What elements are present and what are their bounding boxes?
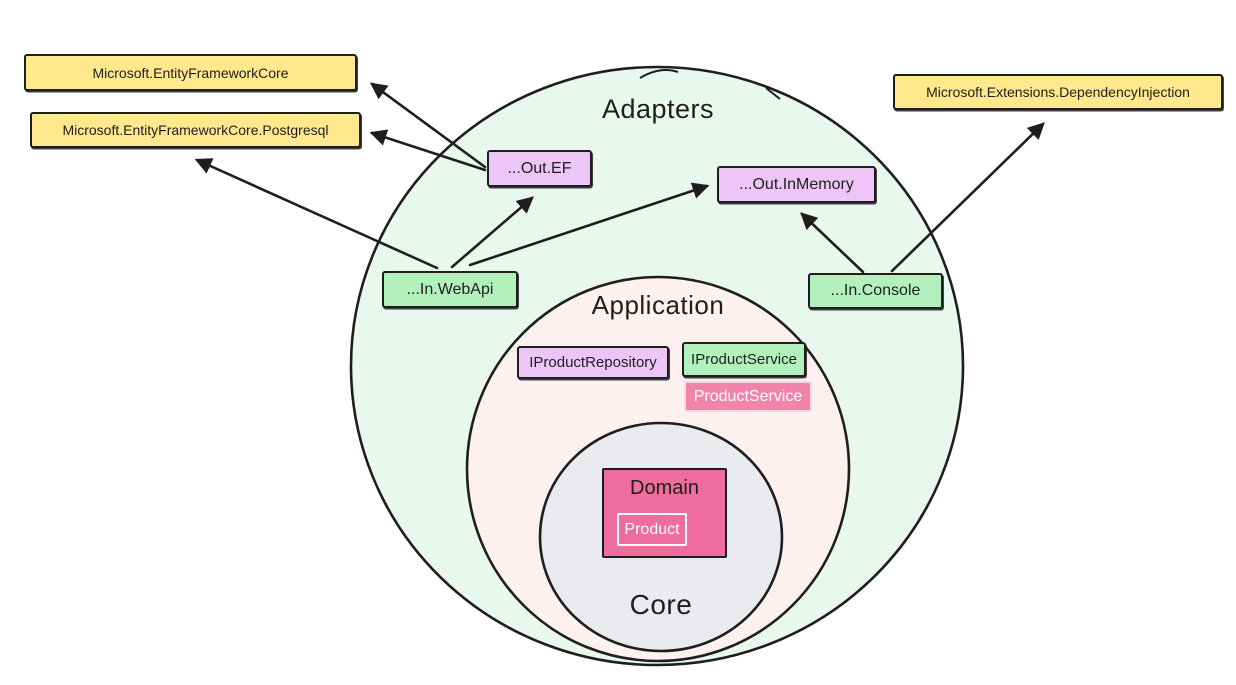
adapters-label: Adapters (601, 94, 715, 124)
node-product: Product (617, 513, 687, 546)
node-in-webapi: ...In.WebApi (382, 271, 518, 308)
arrow-out-ef-to-postgresql (369, 129, 487, 172)
node-out-ef: ...Out.EF (487, 150, 592, 187)
arrow-webapi-to-out-ef (450, 196, 534, 269)
node-out-inmemory: ...Out.InMemory (717, 166, 876, 203)
node-productservice: ProductService (684, 381, 812, 412)
arrow-out-ef-to-efcore (369, 82, 487, 169)
sketch-mark (765, 87, 781, 100)
node-microsoft-extensions-dependencyinjection: Microsoft.Extensions.DependencyInjection (893, 74, 1223, 110)
node-iproductrepository: IProductRepository (517, 346, 669, 379)
arrow-console-to-di (890, 122, 1045, 273)
arrow-console-to-out-inmemory (800, 212, 865, 274)
domain-label: Domain (630, 477, 699, 499)
node-microsoft-entityframeworkcore: Microsoft.EntityFrameworkCore (24, 54, 357, 91)
node-iproductservice: IProductService (682, 342, 806, 377)
arrow-webapi-to-out-inmemory (468, 182, 710, 267)
arrow-webapi-to-postgresql (194, 158, 439, 270)
node-domain: Domain Product (602, 468, 727, 558)
node-microsoft-entityframeworkcore-postgresql: Microsoft.EntityFrameworkCore.Postgresql (30, 112, 361, 148)
sketch-mark (639, 69, 679, 79)
core-label: Core (629, 589, 693, 620)
node-in-console: ...In.Console (808, 273, 943, 309)
application-label: Application (591, 290, 725, 320)
